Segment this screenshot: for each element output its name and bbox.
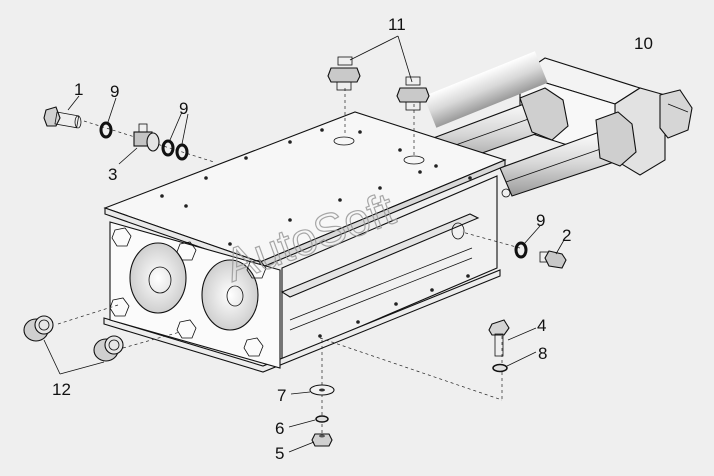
callout-1: 1 <box>74 80 83 99</box>
bolt-4 <box>488 319 510 357</box>
callout-4: 4 <box>537 316 546 335</box>
callout-8: 8 <box>538 344 547 363</box>
lock-washer-6 <box>315 415 329 423</box>
nut-5 <box>311 433 333 447</box>
plug-12-b <box>93 335 124 362</box>
callout-5: 5 <box>275 444 284 463</box>
washer-9-c <box>175 143 189 161</box>
plug-12-a <box>23 315 54 342</box>
housing-body <box>103 111 507 373</box>
callout-9-a: 9 <box>110 82 119 101</box>
fitting-2 <box>539 250 567 269</box>
washer-8 <box>492 363 508 373</box>
callout-3: 3 <box>108 165 117 184</box>
callout-9-b: 9 <box>179 99 188 118</box>
washer-9-d <box>514 241 528 259</box>
banjo-bolt-1 <box>43 106 82 129</box>
banjo-fitting-3 <box>133 123 160 152</box>
callout-6: 6 <box>275 419 284 438</box>
callout-10: 10 <box>634 34 653 53</box>
callout-11: 11 <box>388 15 406 34</box>
fitting-11-left <box>327 56 361 91</box>
fitting-11-right <box>396 76 430 111</box>
washer-9-b <box>161 139 175 157</box>
callout-12: 12 <box>52 380 71 399</box>
callout-2: 2 <box>562 226 571 245</box>
label-leaders <box>43 35 565 453</box>
washer-9-a <box>99 121 113 139</box>
callout-9-c: 9 <box>536 211 545 230</box>
callout-7: 7 <box>277 386 286 405</box>
cylinder-assembly-10 <box>423 51 693 198</box>
